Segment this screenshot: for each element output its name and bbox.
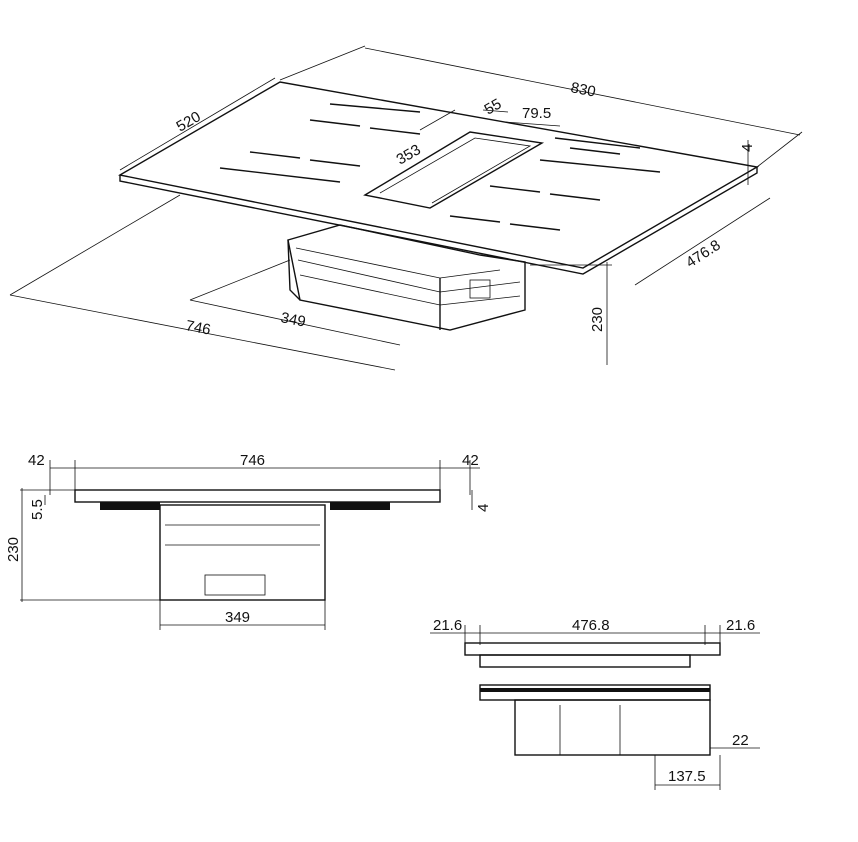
cooking-zone-marks <box>219 103 661 231</box>
dim-front-unit-width: 349 <box>225 609 250 626</box>
dim-glass-thickness: 4 <box>739 144 756 152</box>
dim-side-cutout-depth: 476.8 <box>572 617 610 634</box>
front-view: 42 746 42 5.5 4 230 349 <box>5 452 492 630</box>
front-dimension-lines <box>20 460 480 630</box>
dim-front-total-height: 230 <box>5 537 22 562</box>
dim-vent-width: 79.5 <box>522 105 551 122</box>
dim-side-rear-gap: 22 <box>732 732 749 749</box>
downdraft-vent <box>363 131 545 209</box>
dim-front-glass-thickness: 4 <box>475 504 492 512</box>
side-glass-plate <box>464 642 721 656</box>
dim-front-left-overhang: 42 <box>28 452 45 469</box>
dim-front-right-overhang: 42 <box>462 452 479 469</box>
dim-cutout-width: 746 <box>184 317 212 338</box>
iso-dimension-lines <box>9 45 803 371</box>
side-view: 21.6 476.8 21.6 22 137.5 <box>430 617 760 790</box>
dim-unit-height: 230 <box>589 307 606 332</box>
dim-depth: 520 <box>174 108 204 135</box>
dim-cutout-depth: 476.8 <box>683 237 724 272</box>
dim-side-left-overhang: 21.6 <box>433 617 462 634</box>
hob-top-surface <box>118 81 760 269</box>
dim-vent-length: 353 <box>394 141 424 168</box>
dim-width: 830 <box>569 79 597 100</box>
front-extractor-unit <box>159 504 326 601</box>
extractor-unit <box>287 224 526 331</box>
dim-unit-width: 349 <box>279 309 307 330</box>
dim-front-cutout-width: 746 <box>240 452 265 469</box>
dim-vent-offset: 55 <box>482 95 505 118</box>
front-glass-plate <box>74 489 441 503</box>
iso-view: 830 520 55 79.5 353 4 476.8 230 746 349 <box>9 45 803 371</box>
dim-front-top-offset: 5.5 <box>29 499 46 520</box>
dim-side-rear-unit-offset: 137.5 <box>668 768 706 785</box>
dim-side-right-overhang: 21.6 <box>726 617 755 634</box>
side-dimension-lines <box>430 625 760 790</box>
hob-glass-edge <box>119 167 758 275</box>
side-extractor-unit <box>514 699 711 756</box>
